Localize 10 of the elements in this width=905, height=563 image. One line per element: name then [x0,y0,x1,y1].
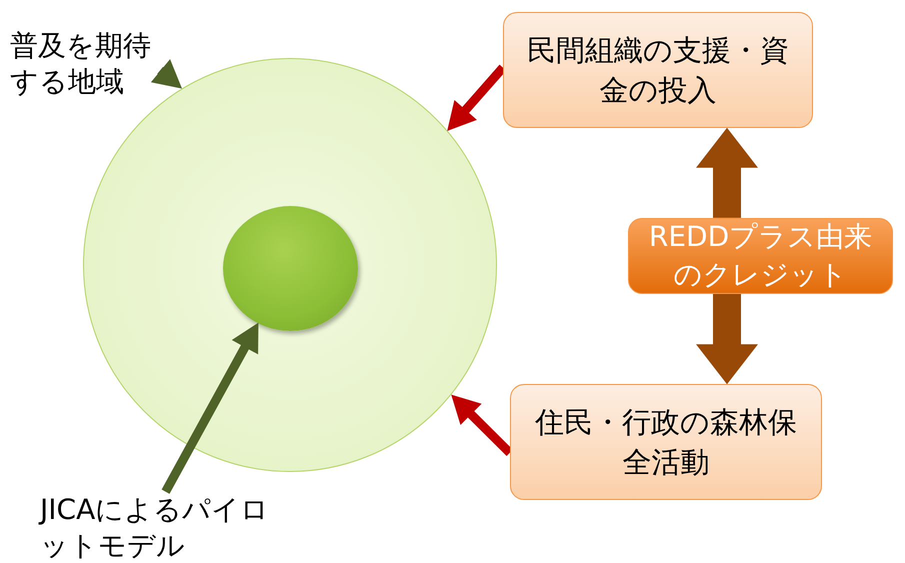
area-label: 普及を期待する地域 [10,28,160,102]
arrow [451,394,513,456]
process-box: 民間組織の支援・資金の投入 [503,12,813,128]
block-arrow [696,128,758,218]
credit-box: REDDプラス由来のクレジット [628,218,893,294]
area-label: JICAによるパイロットモデル [40,492,275,563]
process-box: 住民・行政の森林保全活動 [510,384,822,500]
block-arrow [696,294,758,384]
arrow [150,59,182,89]
arrow [162,322,258,494]
